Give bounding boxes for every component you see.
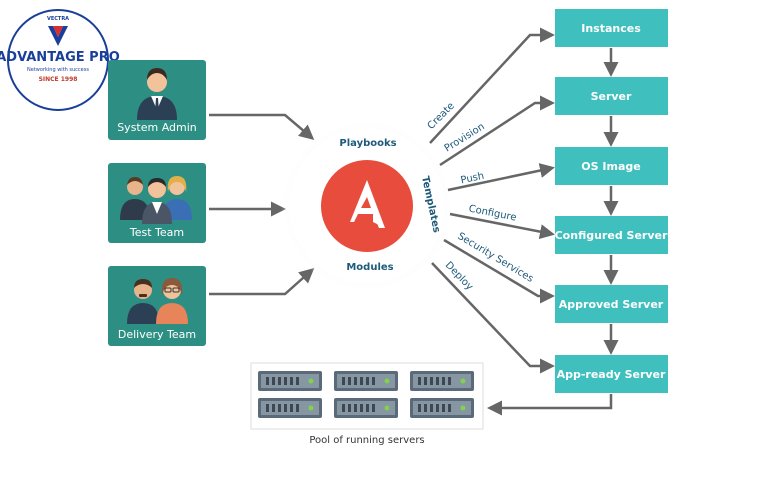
arrow-delivery-team (209, 268, 315, 296)
arrow-provision (439, 95, 555, 167)
role-arrows (209, 113, 315, 296)
logo-emblem-icon (48, 26, 68, 46)
role-box-delivery-team: Delivery Team (108, 266, 206, 346)
server-rack-icons (258, 371, 474, 418)
stage-label: OS Image (581, 160, 640, 173)
stage-label: Approved Server (559, 298, 664, 311)
stage-box-configured-server: Configured Server (555, 216, 668, 254)
arrow-push (447, 163, 555, 192)
role-box-test-team: Test Team (108, 163, 206, 243)
logo-since: SINCE 1998 (39, 76, 78, 83)
arrow-system-admin (209, 113, 315, 140)
stage-arrows (429, 27, 555, 374)
stage-box-app-ready-server: App-ready Server (555, 355, 668, 393)
logo-tagline: Networking with success (27, 67, 89, 73)
arrow-configure (449, 212, 555, 240)
pool-label: Pool of running servers (309, 435, 424, 446)
stage-label: Configured Server (555, 229, 668, 242)
arrow-create (429, 27, 555, 144)
role-label: System Admin (117, 121, 197, 134)
edge-label-create: Create (426, 101, 457, 132)
server-icon (410, 398, 474, 418)
arrow-app-ready-pool (487, 394, 613, 416)
edge-label-push: Push (460, 171, 486, 187)
arrow-security (443, 238, 555, 304)
logo-top-text: VECTRA (47, 16, 69, 22)
server-icon (258, 371, 322, 391)
logo-ring (7, 9, 109, 111)
server-icon (334, 371, 398, 391)
stage-chain-arrows (487, 48, 619, 416)
role-label: Delivery Team (118, 328, 196, 341)
stage-label: Instances (581, 22, 641, 35)
server-icon (334, 398, 398, 418)
system-admin-icon (137, 68, 177, 120)
stage-box-server: Server (555, 77, 668, 115)
logo-title: ADVANTAGE PRO (0, 50, 120, 65)
stage-label: Server (591, 90, 632, 103)
hub-label-modules: Modules (346, 262, 393, 273)
role-box-system-admin: System Admin (108, 60, 206, 140)
edge-label-deploy: Deploy (443, 260, 475, 293)
server-pool: Pool of running servers (250, 362, 484, 446)
arrow-deploy (431, 262, 555, 374)
hub-label-playbooks: Playbooks (339, 138, 396, 149)
server-icon (410, 371, 474, 391)
hub: Playbooks Templates Modules (281, 120, 453, 292)
delivery-team-icon (127, 278, 188, 324)
stage-box-instances: Instances (555, 9, 668, 47)
stage-box-approved-server: Approved Server (555, 285, 668, 323)
server-icon (258, 398, 322, 418)
ansible-logo-icon (321, 160, 413, 252)
stage-label: App-ready Server (557, 368, 666, 381)
company-logo: VECTRA ADVANTAGE PRO Networking with suc… (0, 9, 120, 111)
stage-box-os-image: OS Image (555, 147, 668, 185)
edge-label-configure: Configure (468, 204, 518, 224)
test-team-icon (120, 176, 192, 224)
role-label: Test Team (129, 226, 184, 239)
